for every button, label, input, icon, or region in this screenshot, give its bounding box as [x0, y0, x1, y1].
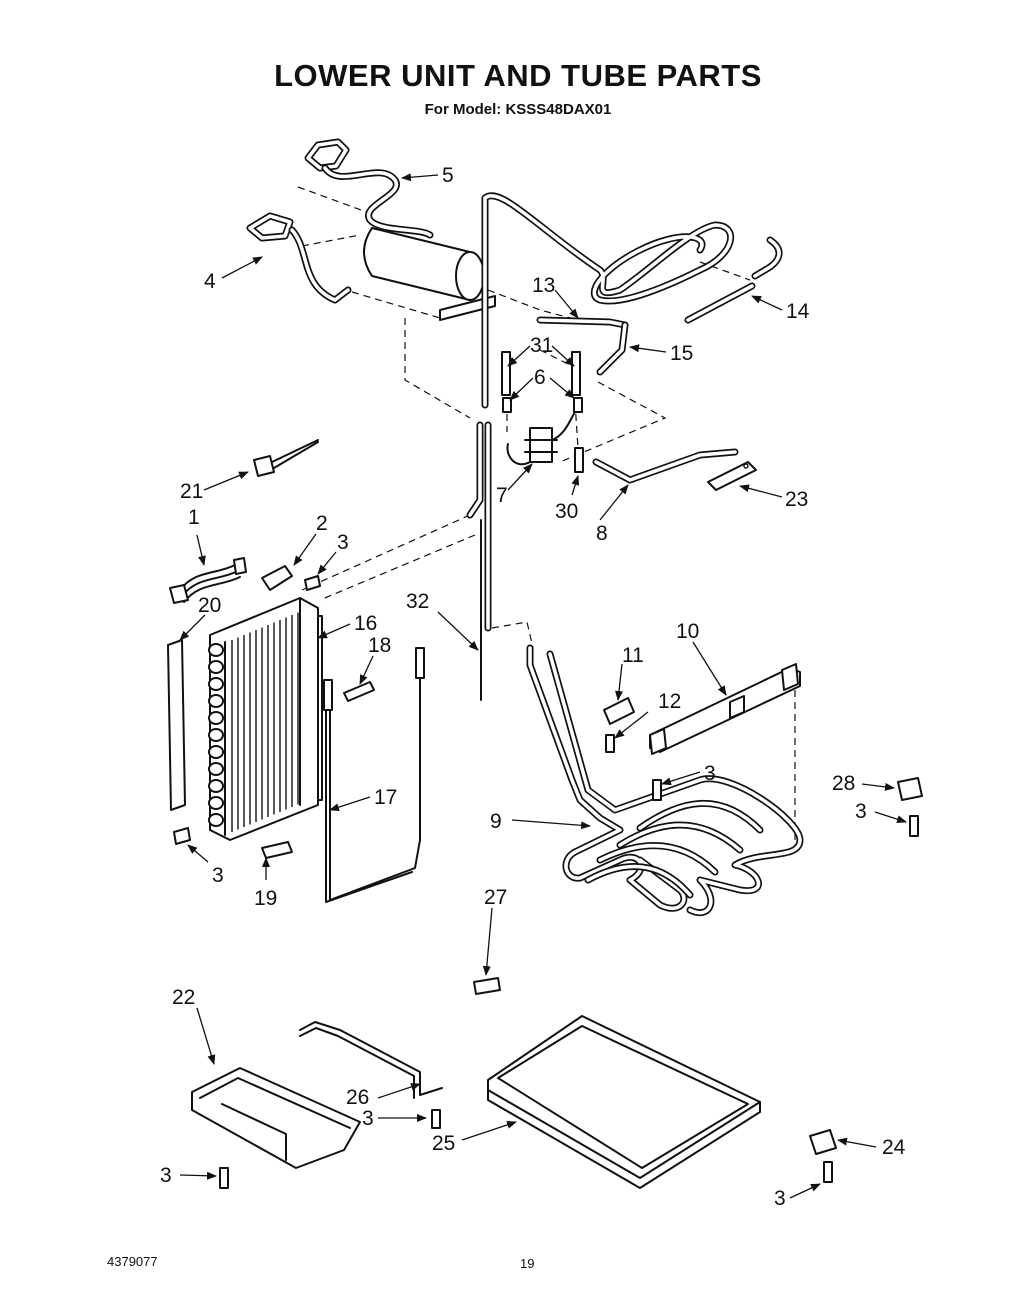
callout-19: 19 [254, 887, 277, 910]
callout-4: 4 [204, 270, 216, 293]
callout-27: 27 [484, 886, 507, 909]
part-23-heater-strip [707, 461, 757, 491]
callout-3a: 3 [337, 531, 349, 554]
part-25-drain-pan [487, 1015, 761, 1189]
part-22-drain-tray [191, 1067, 361, 1169]
part-9-heater-coil [526, 644, 804, 917]
part-24-clip [809, 1129, 837, 1155]
part-3-screw-a [304, 575, 321, 591]
part-11-clamp [603, 697, 635, 725]
part-18-clip [343, 681, 375, 702]
callout-10: 10 [676, 620, 699, 643]
model-subtitle: For Model: KSSS48DAX01 [424, 101, 612, 118]
callout-3g: 3 [774, 1187, 786, 1210]
callout-16: 16 [354, 612, 377, 635]
callout-21: 21 [180, 480, 203, 503]
callout-30: 30 [555, 500, 578, 523]
part-3-screw-f [431, 1109, 441, 1129]
callout-31: 31 [530, 334, 553, 357]
callout-9: 9 [490, 810, 502, 833]
callout-24: 24 [882, 1136, 906, 1159]
callout-20: 20 [198, 594, 221, 617]
part-10-bracket [649, 663, 801, 755]
callout-26: 26 [346, 1086, 369, 1109]
callout-15: 15 [670, 342, 693, 365]
page-title: LOWER UNIT AND TUBE PARTS [274, 58, 762, 93]
callout-3e: 3 [160, 1164, 172, 1187]
callout-18: 18 [368, 634, 391, 657]
part-20-bracket [167, 639, 186, 811]
part-19-clip [261, 841, 293, 859]
callout-3c: 3 [704, 762, 716, 785]
part-15-tube [596, 321, 629, 376]
callout-1: 1 [188, 506, 200, 529]
callout-labels: 5 4 13 14 15 31 6 7 30 8 23 21 1 2 3 20 … [160, 164, 906, 1210]
part-3-screw-d [909, 815, 919, 837]
callout-28: 28 [832, 772, 855, 795]
part-21-cable-tie [253, 439, 319, 477]
callout-32: 32 [406, 590, 429, 613]
part-17-tube [323, 647, 425, 903]
callout-3d: 3 [855, 800, 867, 823]
part-3-screw-g [823, 1161, 833, 1183]
part-3-screw-b [173, 827, 191, 845]
callout-22: 22 [172, 986, 195, 1009]
part-13-serpentine-tube [481, 192, 735, 409]
callout-11: 11 [622, 644, 644, 667]
callout-14: 14 [786, 300, 810, 323]
callout-7: 7 [496, 484, 508, 507]
leader-lines [179, 173, 907, 1199]
valve-assembly [501, 351, 584, 473]
callout-8: 8 [596, 522, 608, 545]
part-26-tube [299, 1021, 443, 1099]
drier-cylinder [363, 227, 496, 321]
callout-3b: 3 [212, 864, 224, 887]
part-1-wire-harness [169, 557, 247, 604]
callout-6: 6 [534, 366, 546, 389]
callout-23: 23 [785, 488, 808, 511]
part-32-tube [466, 421, 492, 701]
part-14-tube [684, 236, 783, 324]
page-number: 19 [520, 1256, 535, 1271]
part-8-tube [592, 448, 739, 484]
part-27-block [473, 977, 501, 995]
part-12-screw [605, 734, 615, 753]
callout-2: 2 [316, 512, 328, 535]
callout-25: 25 [432, 1132, 455, 1155]
callout-13: 13 [532, 274, 555, 297]
document-number: 4379077 [107, 1254, 158, 1269]
part-16-condenser [208, 597, 323, 841]
part-2-bracket [261, 565, 293, 591]
part-4-tube [246, 212, 352, 304]
part-28-clip [897, 777, 923, 801]
part-3-screw-e [219, 1167, 229, 1189]
callout-12: 12 [658, 690, 681, 713]
part-5-tube [304, 138, 434, 239]
callout-3f: 3 [362, 1107, 374, 1130]
callout-5: 5 [442, 164, 454, 187]
callout-17: 17 [374, 786, 397, 809]
part-3-screw-c [652, 779, 662, 801]
